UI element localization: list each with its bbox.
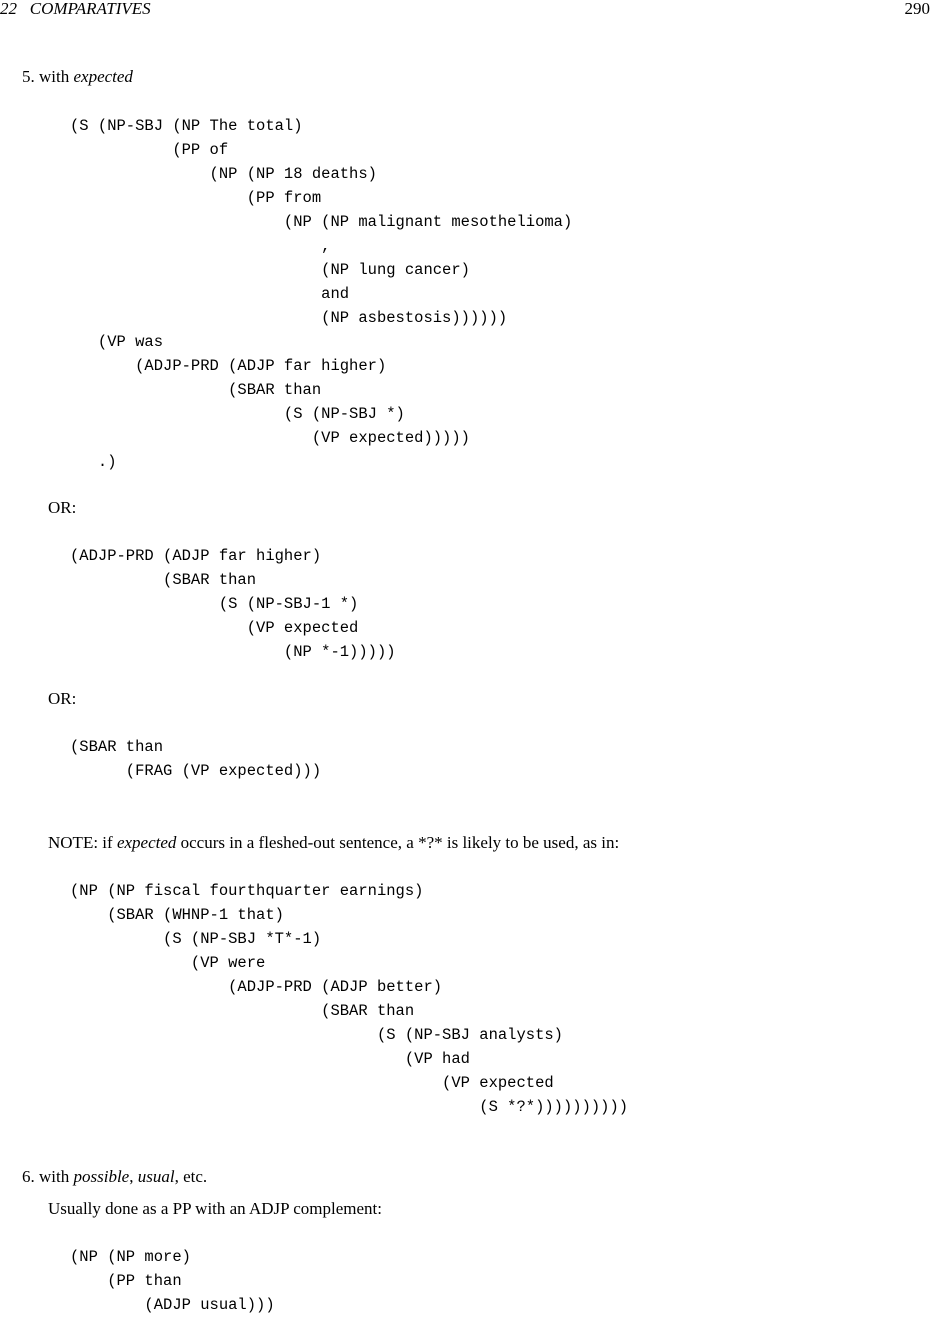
item-separator: ,	[129, 1167, 138, 1186]
item-6-description: Usually done as a PP with an ADJP comple…	[48, 1199, 382, 1218]
tree-example-3: (SBAR than (FRAG (VP expected)))	[70, 738, 322, 780]
item-lead-text: with	[39, 67, 74, 86]
item-number: 6.	[22, 1167, 35, 1186]
item-keyword: expected	[73, 67, 133, 86]
tree-example-5: (NP (NP more) (PP than (ADJP usual)))	[70, 1248, 275, 1314]
chapter-number: 22	[0, 0, 17, 18]
note-prefix: NOTE: if	[48, 833, 117, 852]
or-label-1: OR:	[48, 498, 77, 517]
item-number: 5.	[22, 67, 35, 86]
item-keyword-1: possible	[73, 1167, 130, 1186]
running-header: 22 COMPARATIVES	[0, 0, 151, 21]
chapter-title: COMPARATIVES	[29, 0, 151, 18]
tree-example-2: (ADJP-PRD (ADJP far higher) (SBAR than (…	[70, 547, 396, 661]
item-tail: , etc.	[174, 1167, 208, 1186]
item-keyword-2: usual	[137, 1167, 175, 1186]
note-paragraph: NOTE: if expected occurs in a fleshed-ou…	[48, 831, 619, 855]
note-keyword: expected	[116, 833, 177, 852]
or-label-2: OR:	[48, 689, 77, 708]
note-suffix: occurs in a fleshed-out sentence, a *?* …	[176, 833, 620, 852]
page-number: 290	[904, 0, 931, 18]
item-5-heading: 5. with expected	[22, 65, 133, 89]
item-6-heading: 6. with possible, usual, etc.	[22, 1165, 207, 1189]
tree-example-1: (S (NP-SBJ (NP The total) (PP of (NP (NP…	[70, 117, 573, 471]
item-lead-text: with	[39, 1167, 74, 1186]
tree-example-4: (NP (NP fiscal fourthquarter earnings) (…	[70, 882, 629, 1116]
